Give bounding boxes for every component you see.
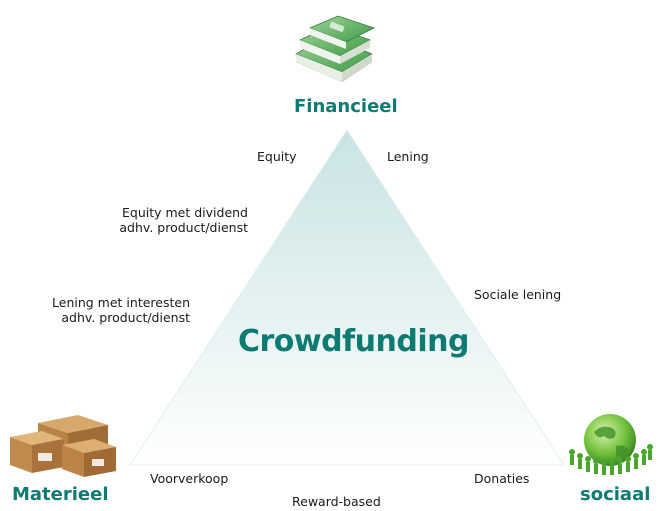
green-globe-people-icon: [569, 414, 653, 475]
label-lening: Lening: [387, 149, 429, 164]
label-lening-interest-line1: Lening met interesten: [52, 295, 190, 310]
corner-label-financieel: Financieel: [294, 96, 398, 117]
label-lening-interest-line2: adhv. product/dienst: [61, 310, 190, 325]
money-stack-icon: [295, 15, 376, 82]
center-title: Crowdfunding: [238, 324, 469, 359]
label-voorverkoop: Voorverkoop: [150, 471, 229, 486]
label-reward-based: Reward-based: [292, 494, 381, 509]
label-equity-dividend-line2: adhv. product/dienst: [119, 220, 248, 235]
crowdfunding-triangle: [129, 129, 565, 466]
label-sociale-lening: Sociale lening: [474, 287, 562, 302]
cardboard-boxes-icon: [10, 415, 116, 477]
label-donaties: Donaties: [474, 471, 530, 486]
corner-label-materieel: Materieel: [12, 484, 109, 505]
corner-label-sociaal: sociaal: [580, 484, 651, 505]
label-equity-dividend-line1: Equity met dividend: [121, 205, 248, 220]
label-equity: Equity: [257, 149, 297, 164]
